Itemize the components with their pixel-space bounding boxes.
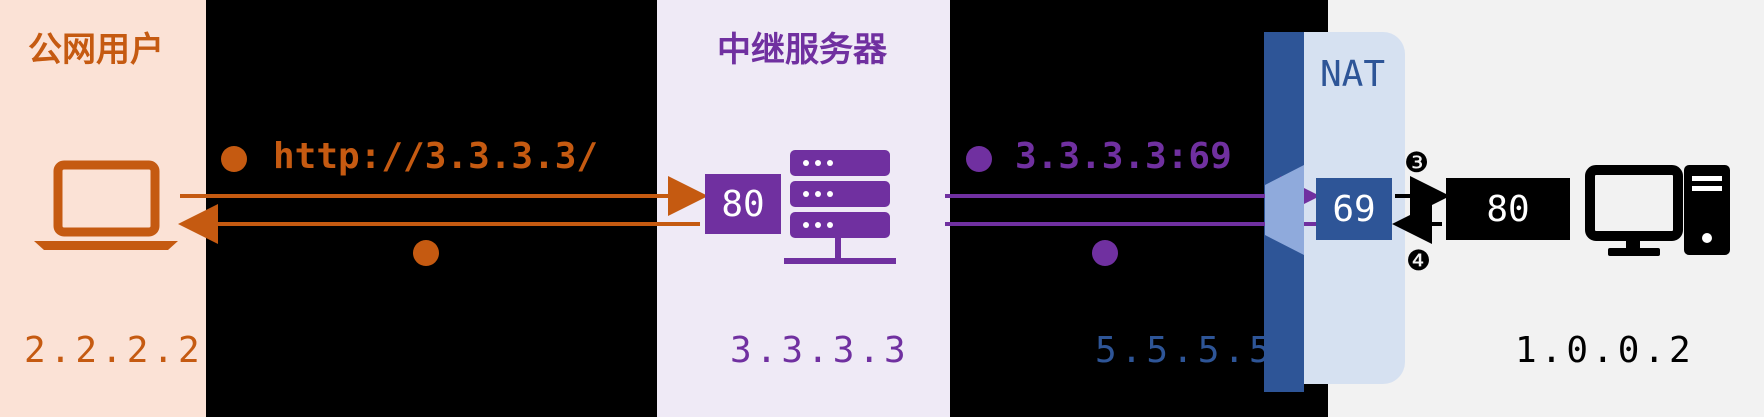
step1-marker — [221, 146, 247, 172]
nat-port-badge: 69 — [1316, 178, 1392, 240]
local-service-port-badge: 80 — [1446, 178, 1570, 240]
public-user-ip: 2.2.2.2 — [24, 330, 204, 371]
step4-marker: ❹ — [1406, 244, 1432, 277]
relay-server-title: 中继服务器 — [717, 30, 887, 70]
step5-marker — [1092, 240, 1118, 266]
relay-server-ip: 3.3.3.3 — [730, 330, 910, 371]
request-url: http://3.3.3.3/ — [273, 136, 599, 177]
relay-target: 3.3.3.3:69 — [1015, 136, 1232, 177]
step6-marker — [413, 240, 439, 266]
nat-pass-wedge — [1265, 165, 1304, 255]
step2-marker — [966, 146, 992, 172]
public-user-title: 公网用户 — [28, 30, 164, 70]
step3-marker: ❸ — [1404, 146, 1430, 179]
public-user-zone — [0, 0, 206, 417]
nat-label: NAT — [1320, 54, 1386, 95]
local-host-ip: 1.0.0.2 — [1515, 330, 1695, 371]
relay-port-badge: 80 — [705, 174, 781, 234]
nat-public-ip: 5.5.5.5 — [1095, 330, 1275, 371]
